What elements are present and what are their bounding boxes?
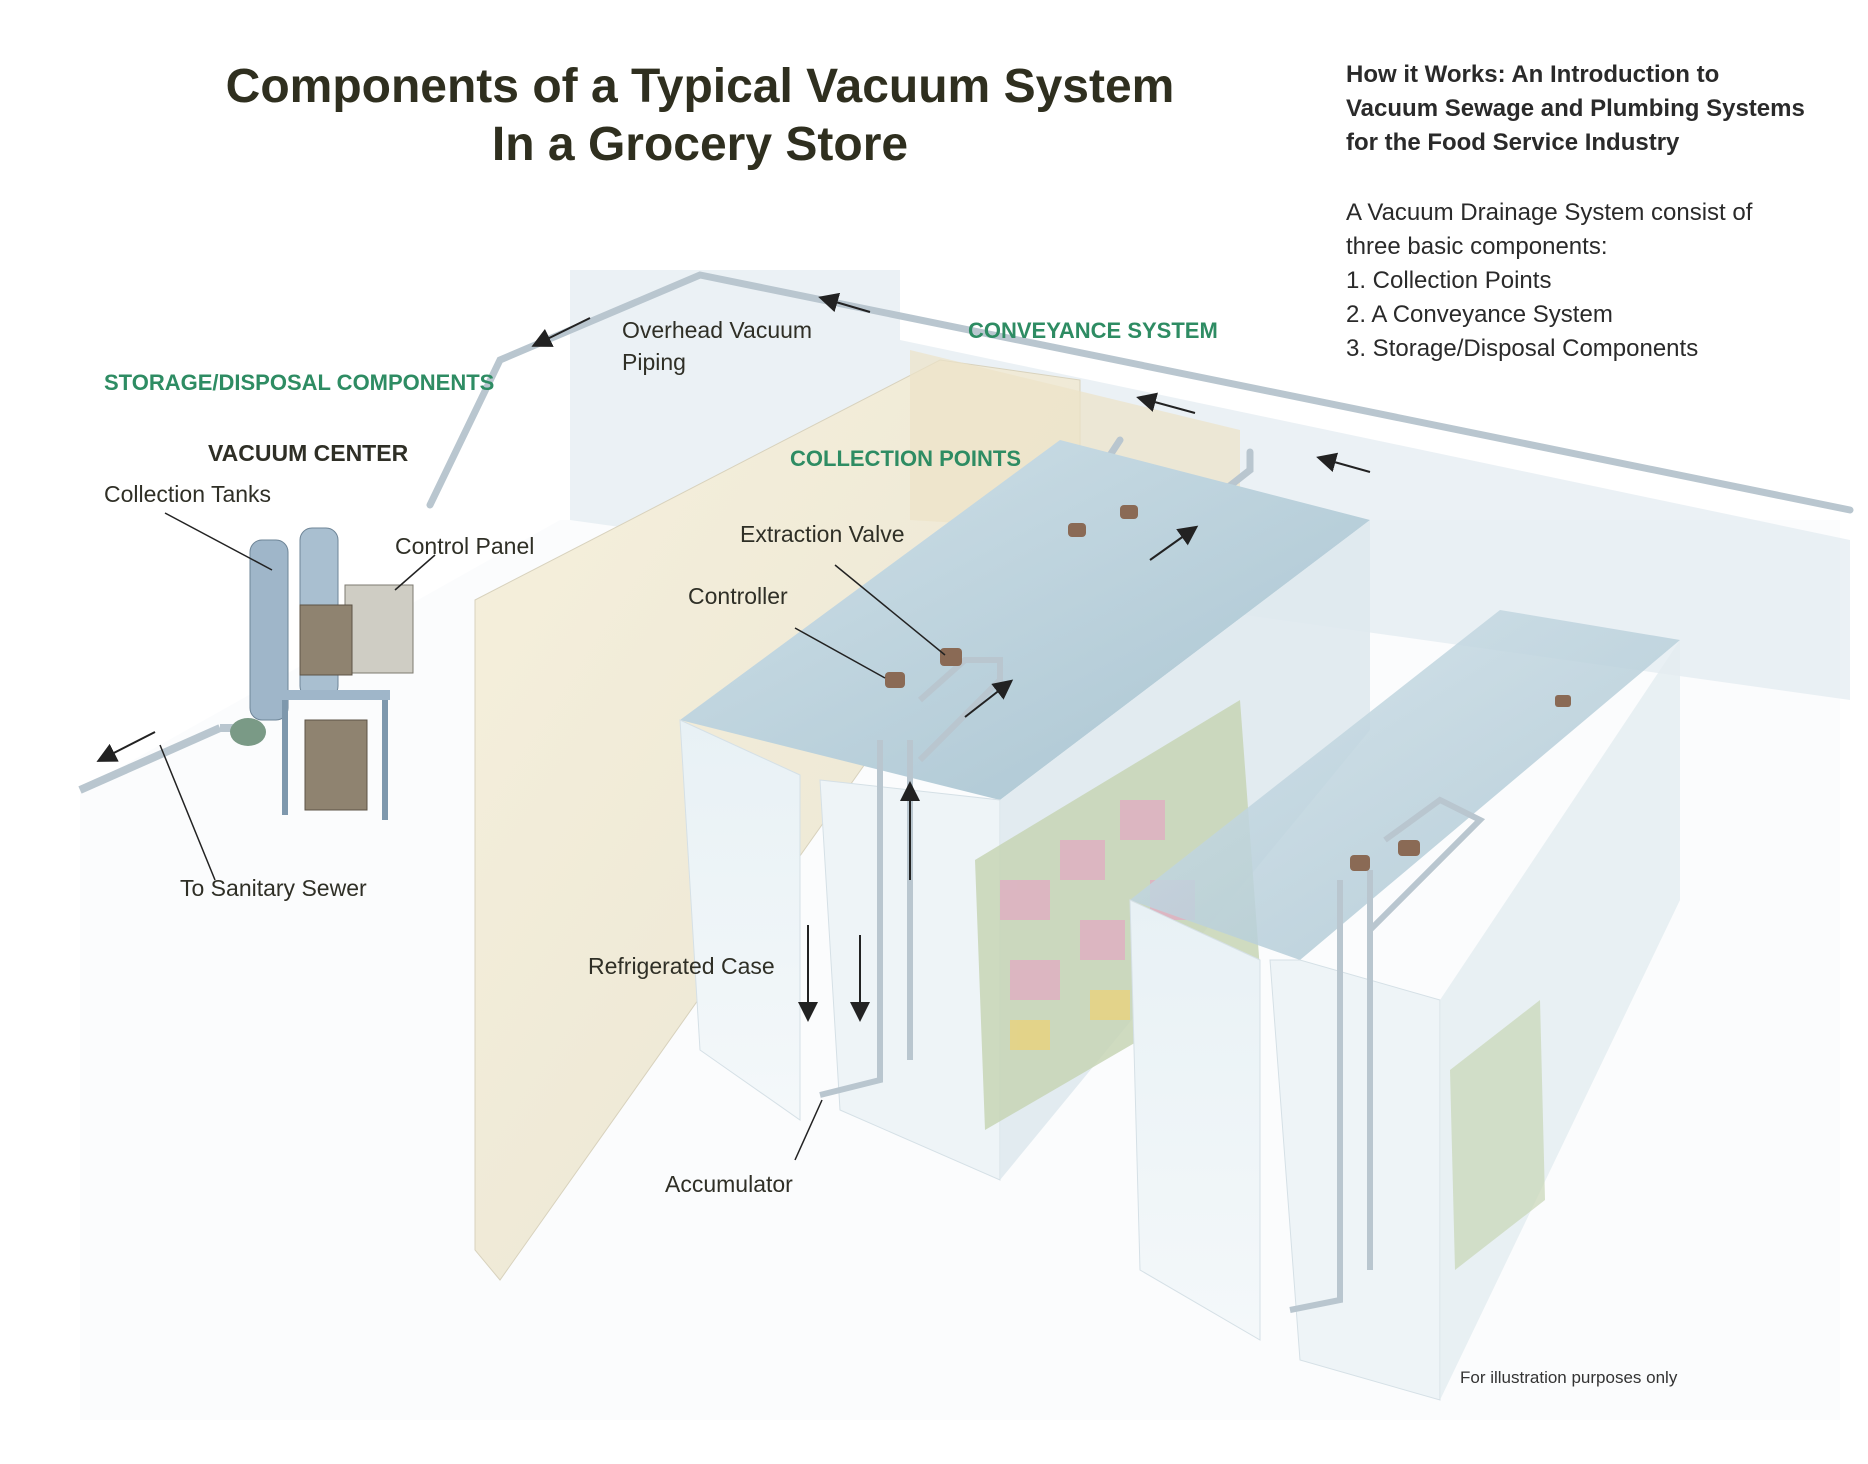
- refrigerated-case-label: Refrigerated Case: [588, 953, 775, 979]
- footnote: For illustration purposes only: [1460, 1368, 1678, 1387]
- intro-text: A Vacuum Drainage System consist of thre…: [1346, 196, 1846, 366]
- overhead-piping-label: Overhead Vacuum Piping: [622, 314, 812, 378]
- heading-line-2: Vacuum Sewage and Plumbing Systems: [1346, 95, 1805, 122]
- heading-line-1: How it Works: An Introduction to: [1346, 61, 1720, 88]
- control-panel-box: [344, 584, 414, 674]
- intro-line-5: 3. Storage/Disposal Components: [1346, 335, 1699, 362]
- sanitary-sewer-label: To Sanitary Sewer: [180, 875, 367, 901]
- collection-tank-1: [249, 539, 289, 721]
- conveyance-system-label: CONVEYANCE SYSTEM: [968, 318, 1218, 343]
- control-panel-label: Control Panel: [395, 533, 535, 559]
- how-it-works-heading: How it Works: An Introduction to Vacuum …: [1346, 58, 1846, 160]
- extraction-valves: [885, 505, 1571, 871]
- vacuum-center-label: VACUUM CENTER: [208, 440, 409, 466]
- intro-line-2: three basic components:: [1346, 233, 1608, 260]
- controller-label: Controller: [688, 583, 788, 609]
- overhead-piping-line-2: Piping: [622, 349, 686, 375]
- storage-disposal-label: STORAGE/DISPOSAL COMPONENTS: [104, 370, 495, 395]
- title-line-1: Components of a Typical Vacuum System: [225, 60, 1175, 113]
- accumulator-label: Accumulator: [665, 1171, 793, 1197]
- intro-line-3: 1. Collection Points: [1346, 267, 1552, 294]
- collection-points-label: COLLECTION POINTS: [790, 446, 1021, 471]
- collection-tanks-label: Collection Tanks: [104, 481, 272, 507]
- intro-line-4: 2. A Conveyance System: [1346, 301, 1613, 328]
- case-drain-piping: [819, 657, 1486, 1313]
- overhead-piping-line-1: Overhead Vacuum: [622, 317, 813, 343]
- flow-arrows: [96, 292, 1371, 1022]
- refrigerated-case-2: [1129, 610, 1680, 1401]
- extraction-valve-label: Extraction Valve: [740, 521, 905, 547]
- heading-line-3: for the Food Service Industry: [1346, 129, 1680, 156]
- intro-line-1: A Vacuum Drainage System consist of: [1346, 199, 1753, 226]
- vacuum-center-equipment: [230, 527, 414, 820]
- title-line-2: In a Grocery Store: [491, 118, 909, 171]
- leader-lines: [159, 512, 946, 1161]
- page-title: Components of a Typical Vacuum System In…: [160, 58, 1240, 174]
